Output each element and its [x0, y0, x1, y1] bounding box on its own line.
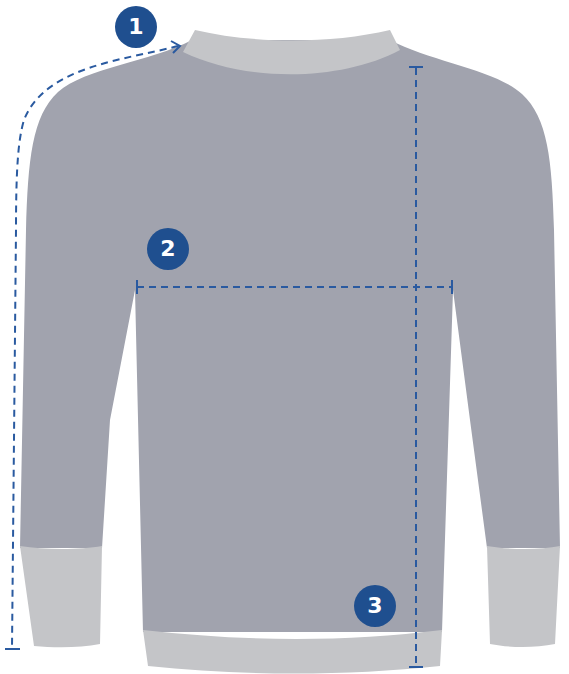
sleeve-end-tick — [5, 648, 20, 650]
body-tick-bottom — [409, 666, 423, 668]
measure-ticks — [5, 41, 452, 667]
collar-rib — [183, 30, 400, 74]
callout-number: 3 — [354, 585, 396, 627]
body-tick-top — [409, 66, 423, 68]
callout-number: 2 — [147, 228, 189, 270]
measure-lines — [12, 46, 452, 666]
sleeve-length-line — [12, 46, 178, 648]
sweater-body — [20, 40, 560, 632]
chest-width-line — [137, 286, 452, 288]
callout-number: 1 — [115, 6, 157, 48]
body-length-line — [415, 68, 417, 666]
sleeve-arrowhead — [171, 41, 180, 53]
waistband — [143, 630, 442, 674]
right-cuff — [487, 546, 560, 647]
chest-tick-right — [451, 280, 453, 294]
left-cuff — [20, 546, 102, 647]
chest-tick-left — [136, 280, 138, 294]
